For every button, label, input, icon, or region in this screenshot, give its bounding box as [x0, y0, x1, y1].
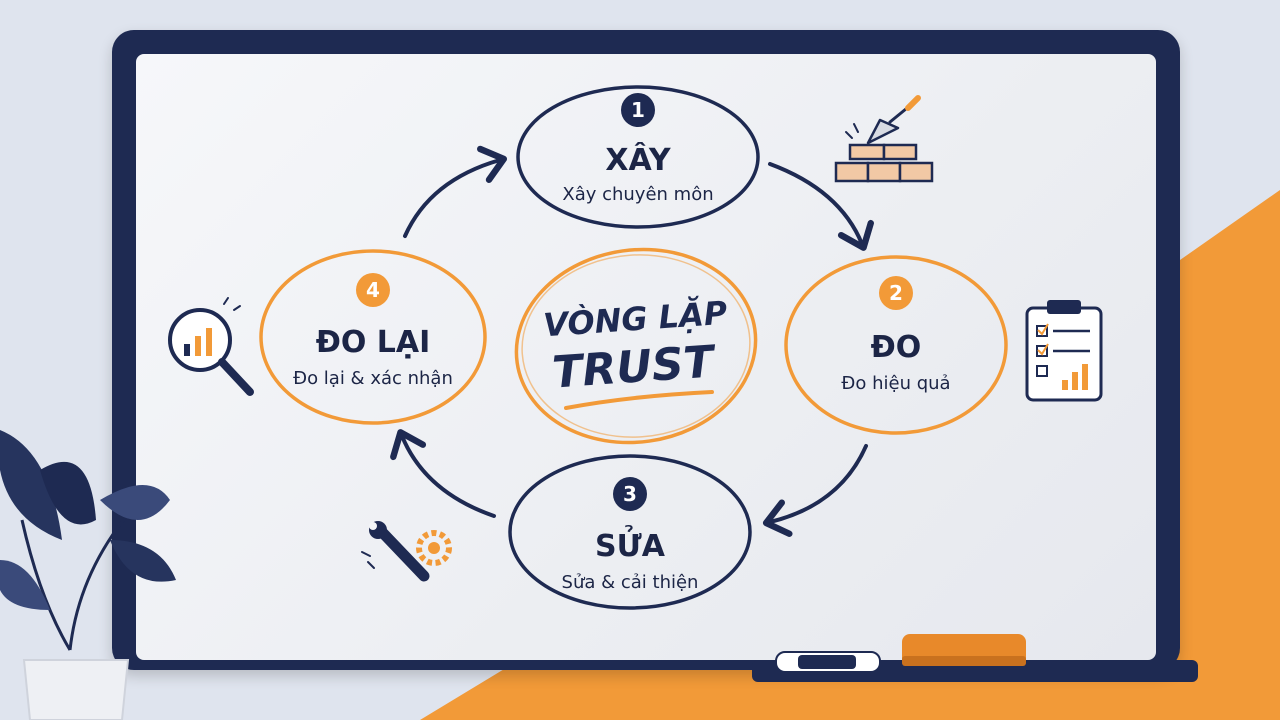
step-number-badge-2: [879, 276, 913, 310]
marker-tray: [752, 634, 1198, 682]
step-number-badge-3: [613, 477, 647, 511]
arrow-1-to-2: [768, 162, 874, 251]
arrow-4-to-1: [403, 145, 508, 238]
step-title-3: SỬA: [595, 524, 666, 564]
step-node-4: 4 ĐO LẠI Đo lại & xác nhận: [259, 249, 487, 425]
whiteboard-surface: [136, 54, 1156, 660]
center-title: VÒNG LẶP TRUST: [514, 247, 758, 445]
step-number-1: 1: [631, 98, 645, 122]
step-node-1: 1 XÂY Xây chuyên môn: [516, 85, 760, 229]
center-underline: [564, 390, 714, 410]
arrow-2-to-3: [762, 444, 868, 537]
step-node-2: 2 ĐO Đo hiệu quả: [784, 255, 1008, 435]
step-number-2: 2: [889, 281, 903, 305]
step-title-1: XÂY: [605, 142, 671, 178]
arrow-3-to-4: [390, 429, 496, 518]
step-number-4: 4: [366, 278, 380, 302]
step-number-badge-1: [621, 93, 655, 127]
step-subtitle-3: Sửa & cải thiện: [562, 572, 699, 593]
step-subtitle-2: Đo hiệu quả: [841, 373, 950, 394]
bricks-trowel-icon: [834, 95, 934, 183]
wrench-gear-icon: [361, 521, 452, 582]
center-title-line2: TRUST: [551, 336, 718, 398]
step-title-4: ĐO LẠI: [316, 325, 431, 360]
clipboard-checklist-icon: [1025, 300, 1103, 402]
step-node-3: 3 SỬA Sửa & cải thiện: [508, 454, 752, 610]
step-subtitle-4: Đo lại & xác nhận: [293, 368, 453, 389]
step-title-2: ĐO: [871, 330, 922, 365]
plant-decoration: [0, 430, 176, 720]
step-number-badge-4: [356, 273, 390, 307]
step-number-3: 3: [623, 482, 637, 506]
magnifier-chart-icon: [168, 297, 254, 396]
step-subtitle-1: Xây chuyên môn: [562, 184, 713, 205]
